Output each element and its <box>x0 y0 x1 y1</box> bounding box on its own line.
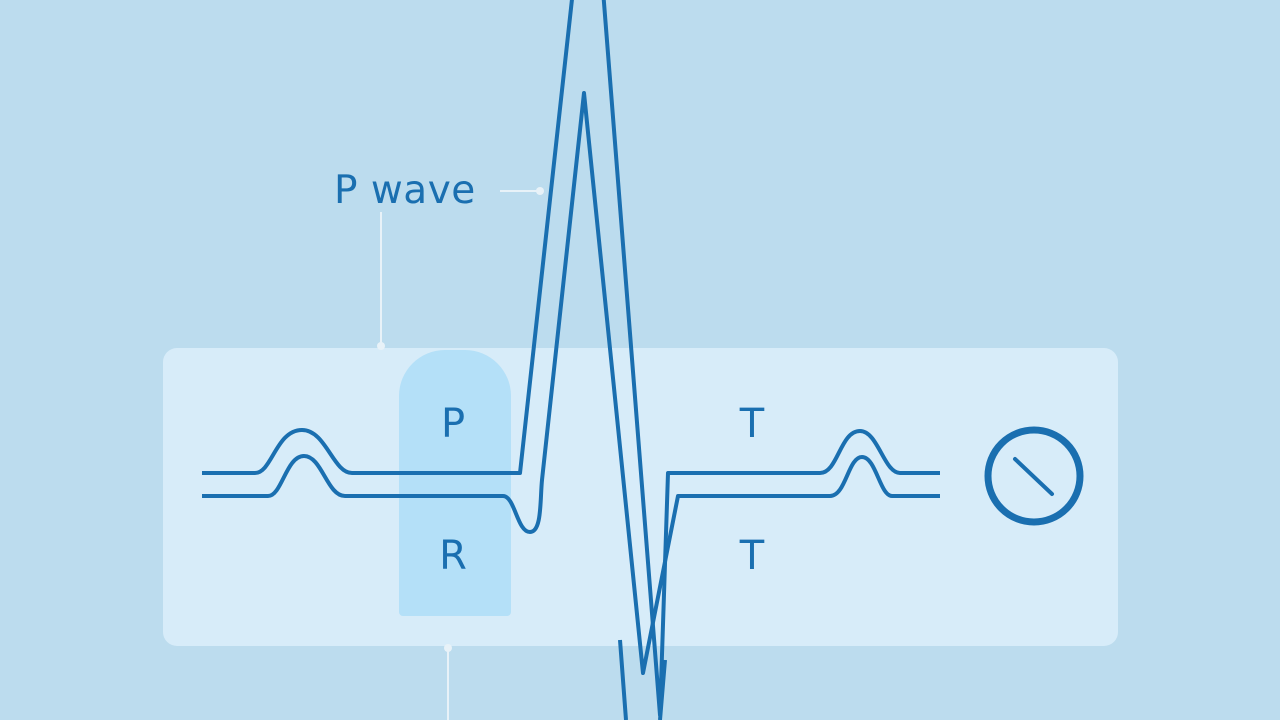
segment-label-t-upper: T <box>739 401 765 447</box>
clock-icon <box>984 426 1084 526</box>
segment-label-t-lower: T <box>739 533 765 579</box>
leader-dot <box>536 187 544 195</box>
ecg-trace-tail <box>618 639 667 720</box>
segment-label-p: P <box>440 401 466 447</box>
ecg-trace-outer <box>202 0 940 717</box>
leader-dot-bottom <box>444 644 452 652</box>
pr-segment-highlight <box>399 350 511 616</box>
ecg-trace-inner <box>202 91 940 675</box>
leader-dot-panel <box>377 342 385 350</box>
waveform-panel <box>163 348 1118 646</box>
p-wave-label: P wave <box>334 168 476 213</box>
segment-label-r: R <box>439 533 467 579</box>
